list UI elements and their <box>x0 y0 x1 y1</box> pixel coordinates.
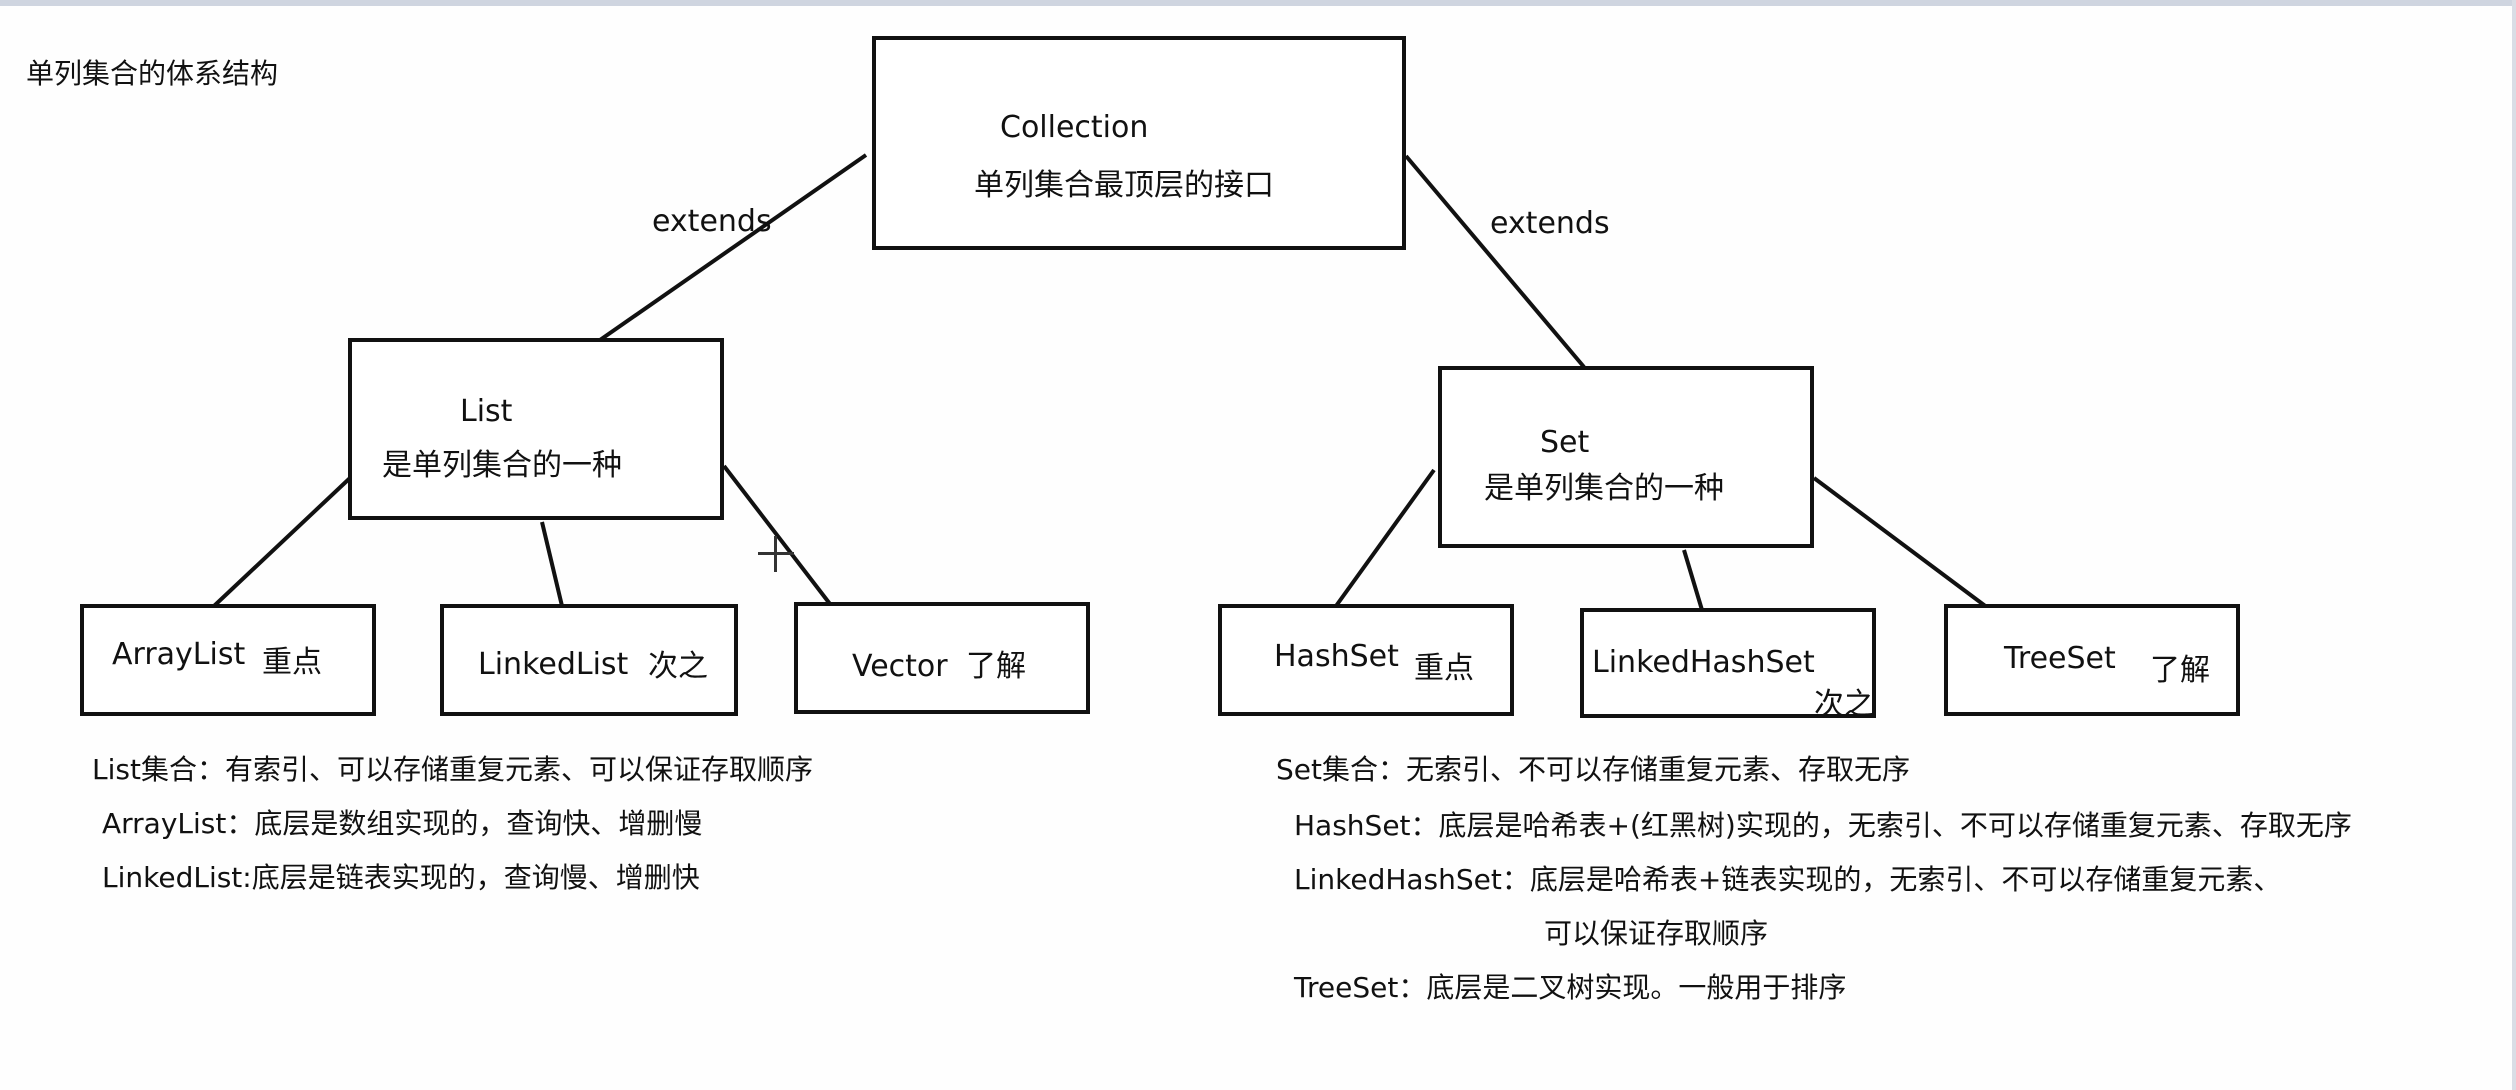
node-set-name: Set <box>1540 425 1590 460</box>
node-treeset-name: TreeSet <box>2004 641 2116 676</box>
edge-collection-set <box>1404 154 1586 369</box>
node-arraylist-tag: 重点 <box>262 645 322 680</box>
note-linkedlist: LinkedList:底层是链表实现的，查询慢、增删快 <box>102 861 700 894</box>
edge-list-arraylist <box>212 476 352 608</box>
node-linkedhashset <box>1580 608 1876 718</box>
note-list: List集合：有索引、可以存储重复元素、可以保证存取顺序 <box>92 753 813 786</box>
node-linkedlist-tag: 次之 <box>648 649 708 684</box>
note-linkedhashset: LinkedHashSet：底层是哈希表+链表实现的，无索引、不可以存储重复元素… <box>1294 863 2282 896</box>
node-treeset <box>1944 604 2240 716</box>
node-treeset-tag: 了解 <box>2150 653 2210 688</box>
edge-collection-list <box>598 153 868 342</box>
note-hashset: HashSet：底层是哈希表+(红黑树)实现的，无索引、不可以存储重复元素、存取… <box>1294 809 2352 842</box>
node-collection-name: Collection <box>1000 110 1149 145</box>
edge-list-linkedlist <box>540 521 564 607</box>
node-list-desc: 是单列集合的一种 <box>382 448 622 483</box>
node-hashset-name: HashSet <box>1274 639 1399 674</box>
edge-set-treeset <box>1812 476 1990 610</box>
node-hashset-tag: 重点 <box>1414 651 1474 686</box>
node-arraylist-name: ArrayList <box>112 637 246 672</box>
node-linkedhashset-tag: 次之 <box>1814 687 1874 722</box>
node-linkedlist-name: LinkedList <box>478 647 629 682</box>
node-list <box>348 338 724 520</box>
window-right-strip <box>2512 0 2516 1090</box>
note-treeset: TreeSet：底层是二叉树实现。一般用于排序 <box>1294 971 1847 1004</box>
edge-set-linkedhashset <box>1682 549 1704 611</box>
node-set <box>1438 366 1814 548</box>
node-linkedlist <box>440 604 738 716</box>
page-title: 单列集合的体系结构 <box>26 57 279 90</box>
window-top-strip <box>0 0 2516 6</box>
edge-set-hashset <box>1334 468 1436 608</box>
note-set: Set集合：无索引、不可以存储重复元素、存取无序 <box>1276 753 1910 786</box>
node-arraylist <box>80 604 376 716</box>
node-collection-desc: 单列集合最顶层的接口 <box>974 168 1274 203</box>
node-vector-name: Vector <box>852 649 948 684</box>
edge-label-extends-left: extends <box>652 204 772 239</box>
node-hashset <box>1218 604 1514 716</box>
node-list-name: List <box>460 394 513 429</box>
note-arraylist: ArrayList：底层是数组实现的，查询快、增删慢 <box>102 807 703 840</box>
node-linkedhashset-name: LinkedHashSet <box>1592 645 1815 680</box>
edge-list-vector <box>722 464 832 606</box>
note-linkedhashset-cont: 可以保证存取顺序 <box>1544 917 1769 950</box>
node-vector-tag: 了解 <box>966 649 1026 684</box>
crosshair-cursor-icon <box>758 536 794 572</box>
node-collection <box>872 36 1406 250</box>
edge-label-extends-right: extends <box>1490 206 1610 241</box>
node-vector <box>794 602 1090 714</box>
node-set-desc: 是单列集合的一种 <box>1484 471 1724 506</box>
